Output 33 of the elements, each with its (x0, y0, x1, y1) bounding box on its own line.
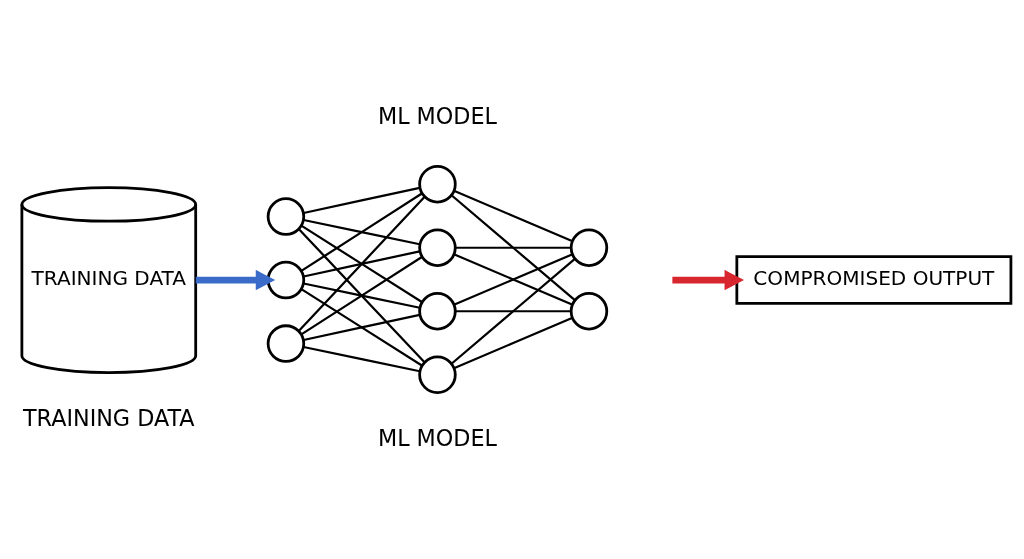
connector (454, 310, 571, 313)
connector (454, 246, 571, 249)
connector (453, 316, 572, 369)
connector (297, 228, 425, 363)
connector (302, 282, 420, 309)
label: ML MODEL (377, 103, 497, 130)
connector (300, 192, 422, 272)
node-circle (417, 165, 457, 204)
connector (302, 218, 420, 246)
node-label: TRAINING DATA (22, 405, 195, 432)
connector (450, 257, 576, 365)
node-box: COMPROMISED OUTPUT (734, 255, 1012, 305)
arrow (671, 269, 744, 291)
connector (300, 224, 422, 303)
node-circle (569, 292, 608, 331)
connector (300, 256, 422, 336)
connector (300, 288, 422, 367)
connector (297, 195, 425, 332)
node-circle (417, 228, 457, 267)
connector (302, 186, 420, 215)
connector (453, 253, 572, 306)
connector (302, 250, 420, 278)
connector (453, 190, 572, 243)
node-circle (266, 260, 305, 300)
node-circle (266, 197, 305, 236)
connector (450, 194, 576, 302)
connector (302, 313, 420, 342)
node-circle (569, 228, 608, 267)
node-circle (266, 324, 305, 363)
connector (302, 345, 420, 373)
node-circle (417, 292, 457, 331)
node-circle (417, 355, 457, 394)
label: ML MODEL (377, 425, 497, 452)
